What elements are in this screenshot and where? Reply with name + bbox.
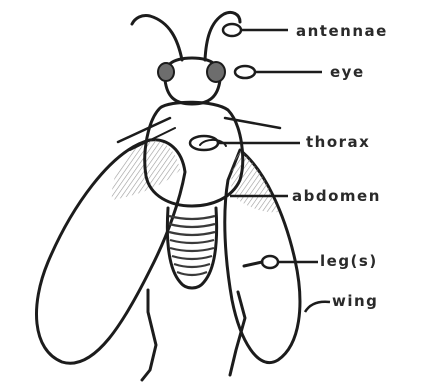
label-wing: wing [332,292,378,310]
left-wing [36,140,185,363]
label-thorax: thorax [306,133,370,151]
left-eye [158,63,174,81]
antennae [132,12,240,60]
legs [142,262,262,380]
label-abdomen: abdomen [292,187,381,205]
labels: antennae eye thorax abdomen leg(s) wing [292,22,388,310]
label-legs: leg(s) [320,252,378,270]
label-antennae: antennae [296,22,388,40]
abdomen [167,208,216,288]
right-eye [207,62,225,82]
label-eye: eye [330,63,365,81]
eyes [158,62,225,82]
right-wing [225,150,300,363]
abdomen-segments [169,216,215,275]
